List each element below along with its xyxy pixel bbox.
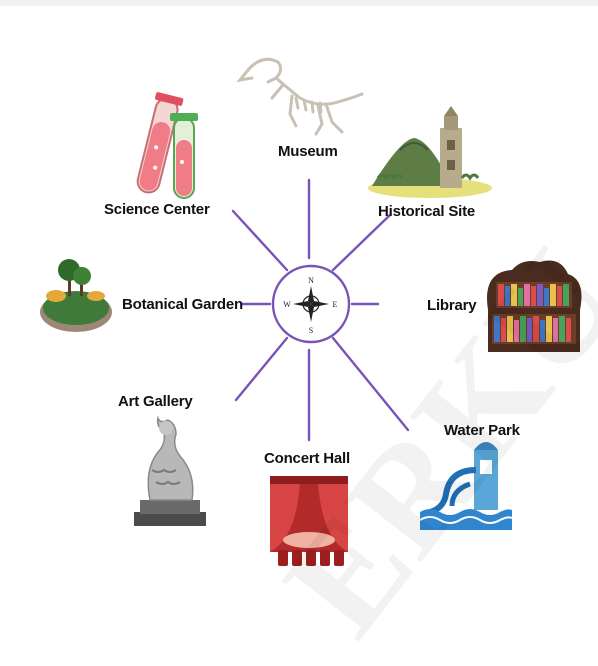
compass-west-label: W <box>283 300 291 309</box>
label-botanical-garden: Botanical Garden <box>122 296 243 313</box>
compass-icon: N S W E <box>271 264 351 344</box>
compass-east-label: E <box>333 300 338 309</box>
stage-icon <box>270 476 348 566</box>
garden-icon <box>40 259 112 332</box>
compass-spokes <box>231 178 410 442</box>
spoke-southeast <box>331 336 410 432</box>
diagram-art: N S W E <box>40 57 582 566</box>
label-water-park: Water Park <box>444 422 520 439</box>
historical-site-icon <box>368 106 492 198</box>
spoke-southwest <box>234 336 289 402</box>
label-library: Library <box>427 297 477 314</box>
spoke-northeast <box>331 213 392 272</box>
compass-south-label: S <box>309 326 313 335</box>
top-strip <box>0 0 598 6</box>
label-science-center: Science Center <box>104 201 210 218</box>
test-tubes-icon <box>136 92 198 199</box>
label-concert-hall: Concert Hall <box>264 450 350 467</box>
statue-bust-icon <box>134 415 206 526</box>
dinosaur-skeleton-icon <box>236 57 364 136</box>
label-museum: Museum <box>278 143 338 160</box>
label-historical-site: Historical Site <box>378 203 476 220</box>
water-park-icon <box>419 442 513 530</box>
bookshelf-icon <box>487 260 582 352</box>
compass-north-label: N <box>308 276 314 285</box>
label-art-gallery: Art Gallery <box>118 393 193 410</box>
spoke-northwest <box>231 209 289 272</box>
